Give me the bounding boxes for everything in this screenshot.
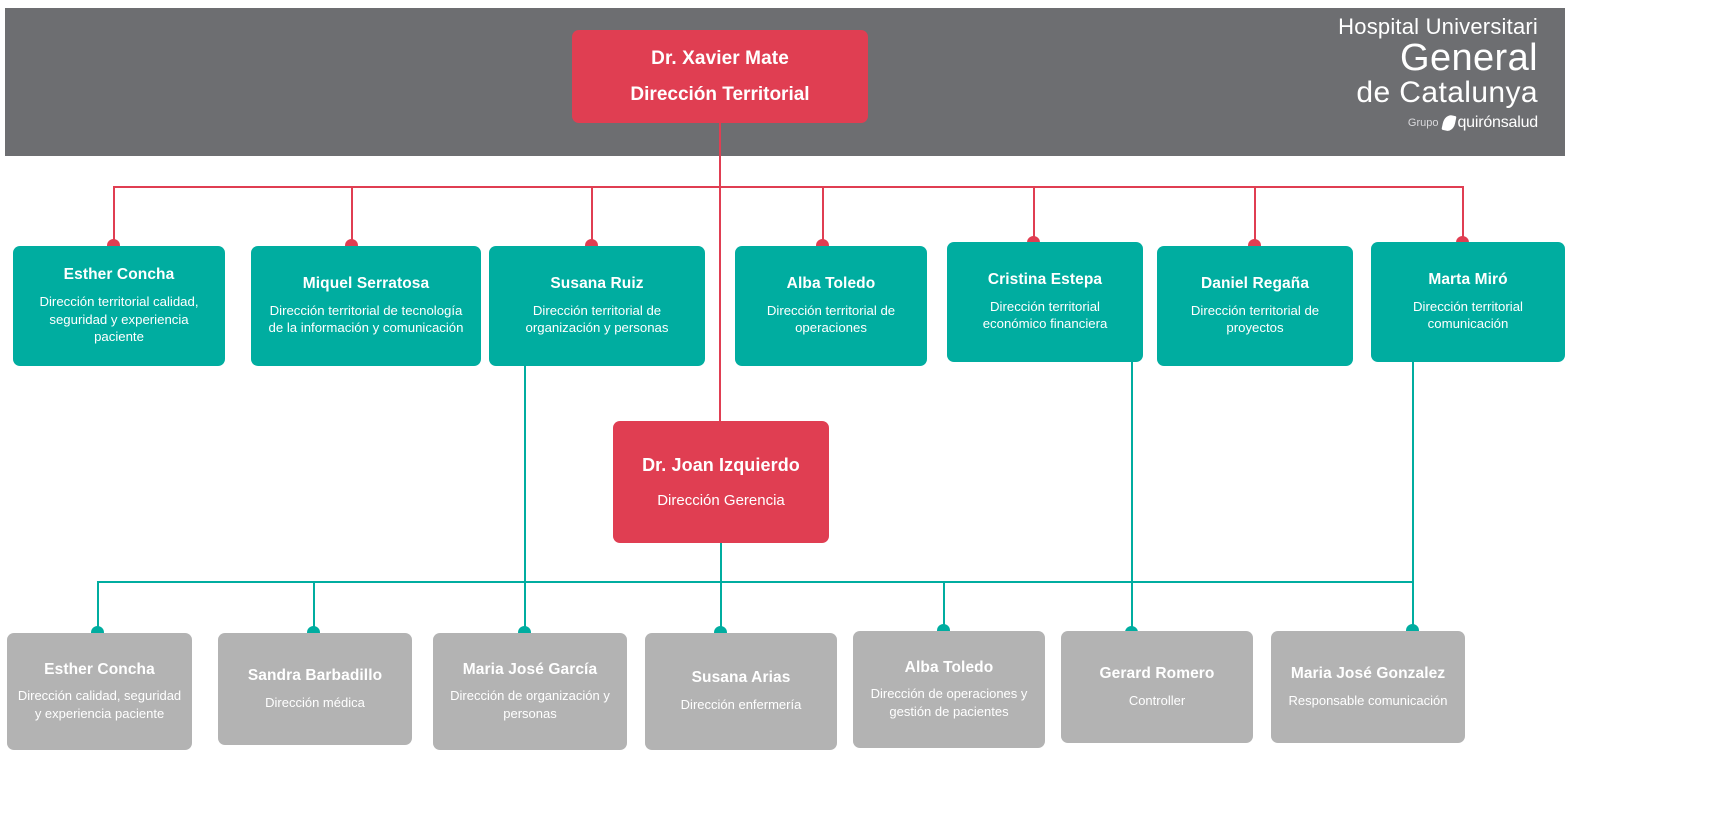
connector-drop-teal-7 <box>1462 186 1464 242</box>
node-name: Susana Arias <box>691 669 791 687</box>
quironsalud-label: quirónsalud <box>1457 114 1538 131</box>
node-role: Dirección médica <box>265 694 365 710</box>
logo-grupo-label: Grupo <box>1407 116 1439 129</box>
node-role: Dirección Territorial <box>630 83 810 105</box>
node-role: Dirección territorial calidad, seguridad… <box>39 294 199 345</box>
node-centro-2[interactable]: Sandra Barbadillo Dirección médica <box>218 633 412 745</box>
connector-drop-teal-5 <box>1033 186 1035 242</box>
node-name: Dr. Xavier Mate <box>651 47 789 69</box>
logo-line-3: de Catalunya <box>1356 76 1538 109</box>
quironsalud-brand: quirónsalud <box>1441 113 1538 133</box>
node-name: Sandra Barbadillo <box>247 666 383 684</box>
node-centro-3[interactable]: Maria José García Dirección de organizac… <box>433 633 627 750</box>
connector-red-bus <box>113 186 1463 188</box>
org-chart: Hospital Universitari General de Catalun… <box>5 8 1565 750</box>
node-role: Responsable comunicación <box>1288 692 1448 708</box>
node-territorial-6[interactable]: Daniel Regaña Dirección territorial de p… <box>1157 246 1353 366</box>
node-role: Dirección territorial de organización y … <box>525 302 669 336</box>
node-name: Dr. Joan Izquierdo <box>642 455 800 475</box>
hospital-logo: Hospital Universitari General de Catalun… <box>1238 14 1538 133</box>
connector-drop-grey-4 <box>720 581 722 633</box>
connector-drop-grey-3 <box>524 581 526 633</box>
node-name: Maria José García <box>462 660 598 678</box>
node-territorial-5[interactable]: Cristina Estepa Dirección territorial ec… <box>947 242 1143 362</box>
node-name: Miquel Serratosa <box>302 275 430 293</box>
node-name: Esther Concha <box>44 660 155 678</box>
node-name: Maria José Gonzalez <box>1290 664 1446 682</box>
connector-gerencia-down <box>720 543 722 582</box>
connector-drop-teal-3 <box>591 186 593 246</box>
node-role: Dirección territorial de proyectos <box>1190 302 1320 336</box>
connector-drop-teal-4 <box>822 186 824 246</box>
connector-drop-grey-2 <box>313 581 315 633</box>
connector-teal3-down <box>524 366 526 582</box>
node-territorial-2[interactable]: Miquel Serratosa Dirección territorial d… <box>251 246 481 366</box>
node-centro-1[interactable]: Esther Concha Dirección calidad, segurid… <box>7 633 192 750</box>
node-role: Dirección de operaciones y gestión de pa… <box>870 686 1028 719</box>
node-role: Dirección territorial económico financie… <box>982 298 1108 332</box>
logo-line-2: General <box>1400 37 1538 79</box>
connector-drop-teal-2 <box>351 186 353 246</box>
connector-drop-grey-6 <box>1131 581 1133 633</box>
node-centro-4[interactable]: Susana Arias Dirección enfermería <box>645 633 837 750</box>
connector-drop-teal-6 <box>1254 186 1256 246</box>
connector-root-to-gerencia <box>719 186 721 422</box>
node-name: Marta Miró <box>1428 271 1508 289</box>
connector-drop-grey-5 <box>943 581 945 631</box>
node-name: Gerard Romero <box>1099 664 1215 682</box>
connector-teal7-down <box>1412 362 1414 582</box>
logo-group-line: Grupo quirónsalud <box>1238 113 1538 133</box>
node-direccion-gerencia[interactable]: Dr. Joan Izquierdo Dirección Gerencia <box>613 421 829 543</box>
node-name: Esther Concha <box>63 266 175 284</box>
node-name: Alba Toledo <box>786 275 876 293</box>
connector-drop-grey-1 <box>97 581 99 633</box>
connector-drop-grey-7 <box>1412 581 1414 631</box>
node-role: Dirección de organización y personas <box>450 688 610 721</box>
connector-drop-teal-1 <box>113 186 115 246</box>
connector-teal5-down <box>1131 362 1133 582</box>
node-centro-5[interactable]: Alba Toledo Dirección de operaciones y g… <box>853 631 1045 748</box>
node-territorial-7[interactable]: Marta Miró Dirección territorial comunic… <box>1371 242 1565 362</box>
node-role: Dirección territorial de tecnología de l… <box>268 302 464 336</box>
node-territorial-3[interactable]: Susana Ruiz Dirección territorial de org… <box>489 246 705 366</box>
node-name: Susana Ruiz <box>550 275 644 293</box>
connector-teal-bus <box>97 581 1413 583</box>
logo-line-1: Hospital Universitari <box>1338 14 1538 39</box>
node-name: Daniel Regaña <box>1200 275 1310 293</box>
node-territorial-4[interactable]: Alba Toledo Dirección territorial de ope… <box>735 246 927 366</box>
node-role: Dirección territorial de operaciones <box>766 302 896 336</box>
node-role: Dirección territorial comunicación <box>1413 298 1523 332</box>
node-role: Dirección enfermería <box>680 697 802 713</box>
node-role: Controller <box>1128 692 1186 708</box>
node-direccion-territorial[interactable]: Dr. Xavier Mate Dirección Territorial <box>572 30 868 123</box>
node-territorial-1[interactable]: Esther Concha Dirección territorial cali… <box>13 246 225 366</box>
node-name: Alba Toledo <box>904 658 994 676</box>
node-name: Cristina Estepa <box>987 271 1103 289</box>
connector-root-stub <box>719 123 721 187</box>
leaf-icon <box>1441 113 1458 133</box>
node-role: Dirección Gerencia <box>657 492 785 509</box>
node-role: Dirección calidad, seguridad y experienc… <box>17 688 182 721</box>
node-centro-7[interactable]: Maria José Gonzalez Responsable comunica… <box>1271 631 1465 743</box>
node-centro-6[interactable]: Gerard Romero Controller <box>1061 631 1253 743</box>
